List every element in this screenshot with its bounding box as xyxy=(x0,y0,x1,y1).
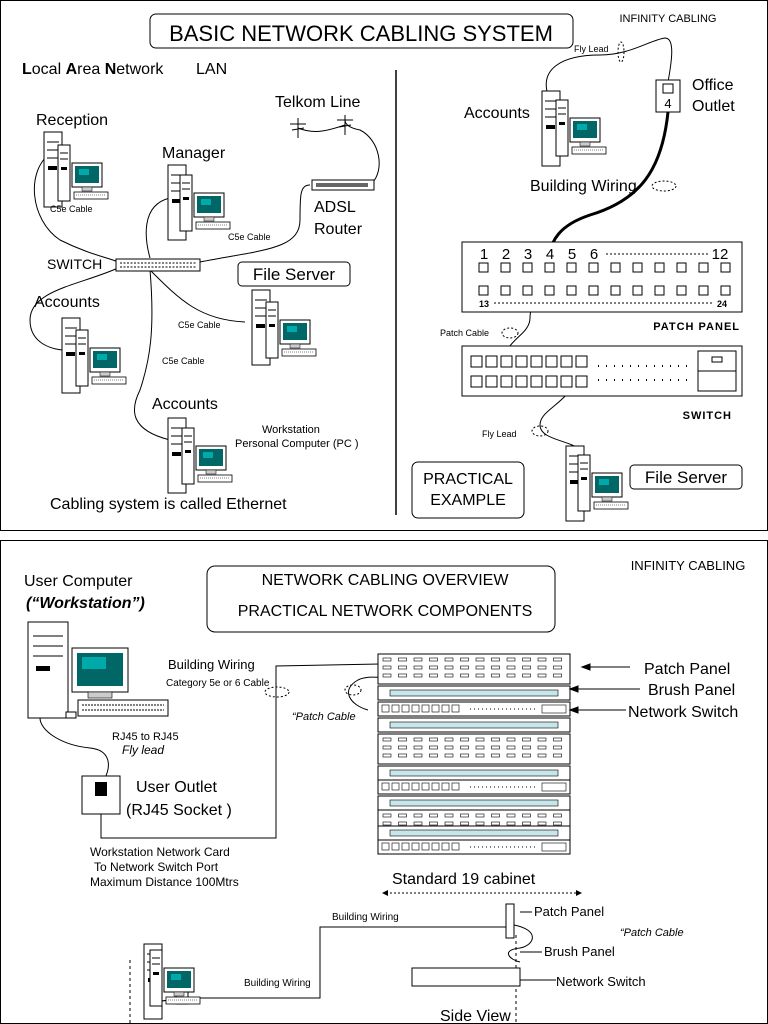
fly-lead-cable xyxy=(39,717,109,781)
label-network-switch-bottom: Network Switch xyxy=(628,704,738,721)
label-building-wiring: Building Wiring xyxy=(530,178,637,195)
svg-text:6: 6 xyxy=(590,246,598,263)
label-cable-2: C5e Cable xyxy=(228,232,271,242)
label-fly-lead-1: Fly Lead xyxy=(574,44,609,54)
svg-text:3: 3 xyxy=(524,246,532,263)
label-side-brush-panel: Brush Panel xyxy=(544,944,615,959)
label-router: Router xyxy=(314,221,363,238)
bottom-title-2: PRACTICAL NETWORK COMPONENTS xyxy=(238,603,533,620)
label-fly-lead: Fly lead xyxy=(122,743,164,757)
label-side-patch-panel: Patch Panel xyxy=(534,904,604,919)
bottom-title-1: NETWORK CABLING OVERVIEW xyxy=(262,572,510,589)
outlet-number: 4 xyxy=(664,96,671,111)
label-workstation-quote: (“Workstation”) xyxy=(26,595,145,612)
label-accounts-1: Accounts xyxy=(34,294,100,311)
lan-switch xyxy=(115,258,201,272)
label-rj45: RJ45 to RJ45 xyxy=(112,731,179,743)
svg-text:24: 24 xyxy=(717,299,727,309)
label-office: Office xyxy=(692,77,734,94)
top-title: BASIC NETWORK CABLING SYSTEM xyxy=(169,21,553,46)
svg-text:5: 5 xyxy=(568,246,576,263)
label-manager: Manager xyxy=(162,145,226,162)
label-file-server-right: File Server xyxy=(645,468,728,487)
switch-right xyxy=(461,345,743,397)
label-accounts-right: Accounts xyxy=(464,105,530,122)
svg-text:2: 2 xyxy=(502,246,510,263)
label-outlet: Outlet xyxy=(692,98,735,115)
svg-text:12: 12 xyxy=(712,246,729,263)
label-patch-cable-bottom: “Patch Cable xyxy=(292,711,356,723)
label-patch-panel: PATCH PANEL xyxy=(653,321,740,333)
svg-text:13: 13 xyxy=(479,299,489,309)
label-cable-4: C5e Cable xyxy=(162,356,205,366)
label-accounts-2: Accounts xyxy=(152,396,218,413)
bottom-panel: INFINITY CABLING NETWORK CABLING OVERVIE… xyxy=(0,540,768,1024)
lan-abbr: LAN xyxy=(196,61,227,78)
label-building-wiring-bottom: Building Wiring xyxy=(168,657,255,672)
label-reception: Reception xyxy=(36,112,108,129)
label-workstation: Workstation xyxy=(262,424,320,436)
lan-heading: Local Area Network xyxy=(22,61,164,78)
label-brush-panel-bottom: Brush Panel xyxy=(648,682,735,699)
label-card-1: Workstation Network Card xyxy=(90,845,230,859)
label-cabinet: Standard 19 cabinet xyxy=(392,871,536,888)
lan-cables xyxy=(29,119,380,441)
label-rj45-socket: (RJ45 Socket ) xyxy=(126,802,232,819)
telkom-poles xyxy=(290,115,353,138)
top-brand: INFINITY CABLING xyxy=(620,13,717,25)
label-telkom: Telkom Line xyxy=(275,94,360,111)
bottom-brand: INFINITY CABLING xyxy=(631,558,746,573)
label-user-computer: User Computer xyxy=(24,573,133,590)
label-side-view: Side View xyxy=(440,1008,511,1024)
label-side-building-wiring-2: Building Wiring xyxy=(244,978,311,989)
label-practical: PRACTICAL xyxy=(423,471,513,488)
label-side-building-wiring-1: Building Wiring xyxy=(332,912,399,923)
label-pc: Personal Computer (PC ) xyxy=(235,438,359,450)
label-card-3: Maximum Distance 100Mtrs xyxy=(90,875,239,889)
label-ethernet: Cabling system is called Ethernet xyxy=(50,496,287,513)
user-computer xyxy=(27,621,169,719)
label-patch-cable: Patch Cable xyxy=(440,328,489,338)
label-patch-panel-bottom: Patch Panel xyxy=(644,661,730,678)
patch-panel: 1 2 3 4 5 6 12 13 24 xyxy=(461,241,743,313)
label-switch-right: SWITCH xyxy=(683,410,732,422)
label-file-server: File Server xyxy=(253,265,336,284)
building-wiring-cable xyxy=(100,663,381,839)
top-panel: BASIC NETWORK CABLING SYSTEM INFINITY CA… xyxy=(0,0,768,531)
label-adsl: ADSL xyxy=(314,199,356,216)
label-example: EXAMPLE xyxy=(430,492,506,509)
svg-text:1: 1 xyxy=(480,246,488,263)
label-cable-1: C5e Cable xyxy=(50,204,93,214)
label-category: Category 5e or 6 Cable xyxy=(166,678,270,689)
label-side-network-switch: Network Switch xyxy=(556,974,646,989)
label-user-outlet: User Outlet xyxy=(136,779,217,796)
label-fly-lead-2: Fly Lead xyxy=(482,429,517,439)
label-cable-3: C5e Cable xyxy=(178,320,221,330)
label-card-2: To Network Switch Port xyxy=(94,860,219,874)
svg-text:4: 4 xyxy=(546,246,554,263)
label-side-patch-cable: “Patch Cable xyxy=(620,927,684,939)
cabinet-19 xyxy=(377,653,571,855)
label-switch: SWITCH xyxy=(47,256,102,272)
